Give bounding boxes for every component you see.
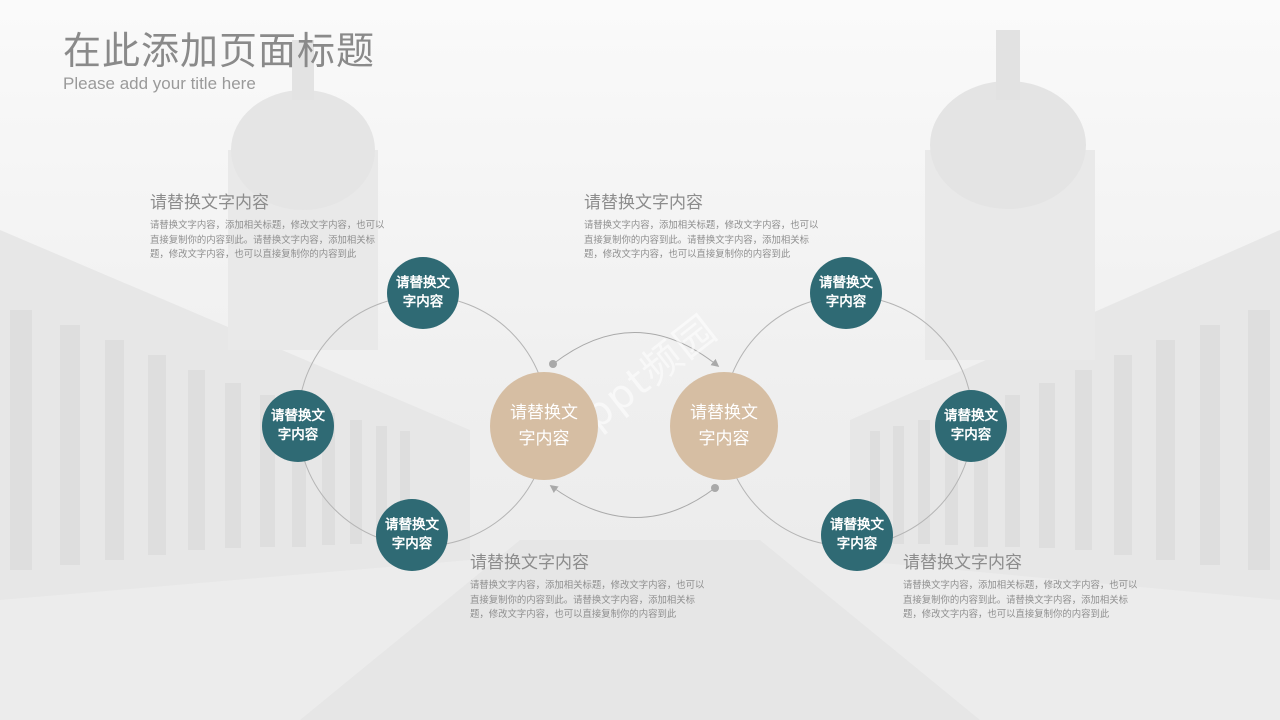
right-top-node: 请替换文字内容 [810, 257, 882, 329]
center-left-node: 请替换文字内容 [490, 372, 598, 480]
right-mid-node: 请替换文字内容 [935, 390, 1007, 462]
text-block-bottom-right: 请替换文字内容 请替换文字内容，添加相关标题，修改文字内容，也可以直接复制你的内… [903, 548, 1139, 623]
text-block-body: 请替换文字内容，添加相关标题，修改文字内容，也可以直接复制你的内容到此。请替换文… [470, 580, 705, 620]
text-block-heading: 请替换文字内容 [470, 553, 589, 573]
text-block-top-left: 请替换文字内容 请替换文字内容，添加相关标题，修改文字内容，也可以直接复制你的内… [150, 188, 386, 263]
center-right-node: 请替换文字内容 [670, 372, 778, 480]
top-arc-dot [549, 360, 557, 368]
text-block-body: 请替换文字内容，添加相关标题，修改文字内容，也可以直接复制你的内容到此。请替换文… [150, 220, 385, 260]
text-block-heading: 请替换文字内容 [903, 553, 1022, 573]
left-top-node: 请替换文字内容 [387, 257, 459, 329]
right-bottom-node: 请替换文字内容 [821, 499, 893, 571]
text-block-heading: 请替换文字内容 [150, 193, 269, 213]
bottom-arrow-arc [549, 485, 716, 518]
text-block-bottom-left: 请替换文字内容 请替换文字内容，添加相关标题，修改文字内容，也可以直接复制你的内… [470, 548, 706, 623]
left-bottom-node: 请替换文字内容 [376, 499, 448, 571]
page-subtitle: Please add your title here [63, 74, 256, 93]
text-block-body: 请替换文字内容，添加相关标题，修改文字内容，也可以直接复制你的内容到此。请替换文… [584, 220, 819, 260]
text-block-top-right: 请替换文字内容 请替换文字内容，添加相关标题，修改文字内容，也可以直接复制你的内… [584, 188, 820, 263]
left-mid-node: 请替换文字内容 [262, 390, 334, 462]
page-title: 在此添加页面标题 [63, 29, 376, 73]
bottom-arc-dot [711, 484, 719, 492]
text-block-heading: 请替换文字内容 [584, 193, 703, 213]
top-arrow-arc [552, 332, 720, 368]
text-block-body: 请替换文字内容，添加相关标题，修改文字内容，也可以直接复制你的内容到此。请替换文… [903, 580, 1138, 620]
